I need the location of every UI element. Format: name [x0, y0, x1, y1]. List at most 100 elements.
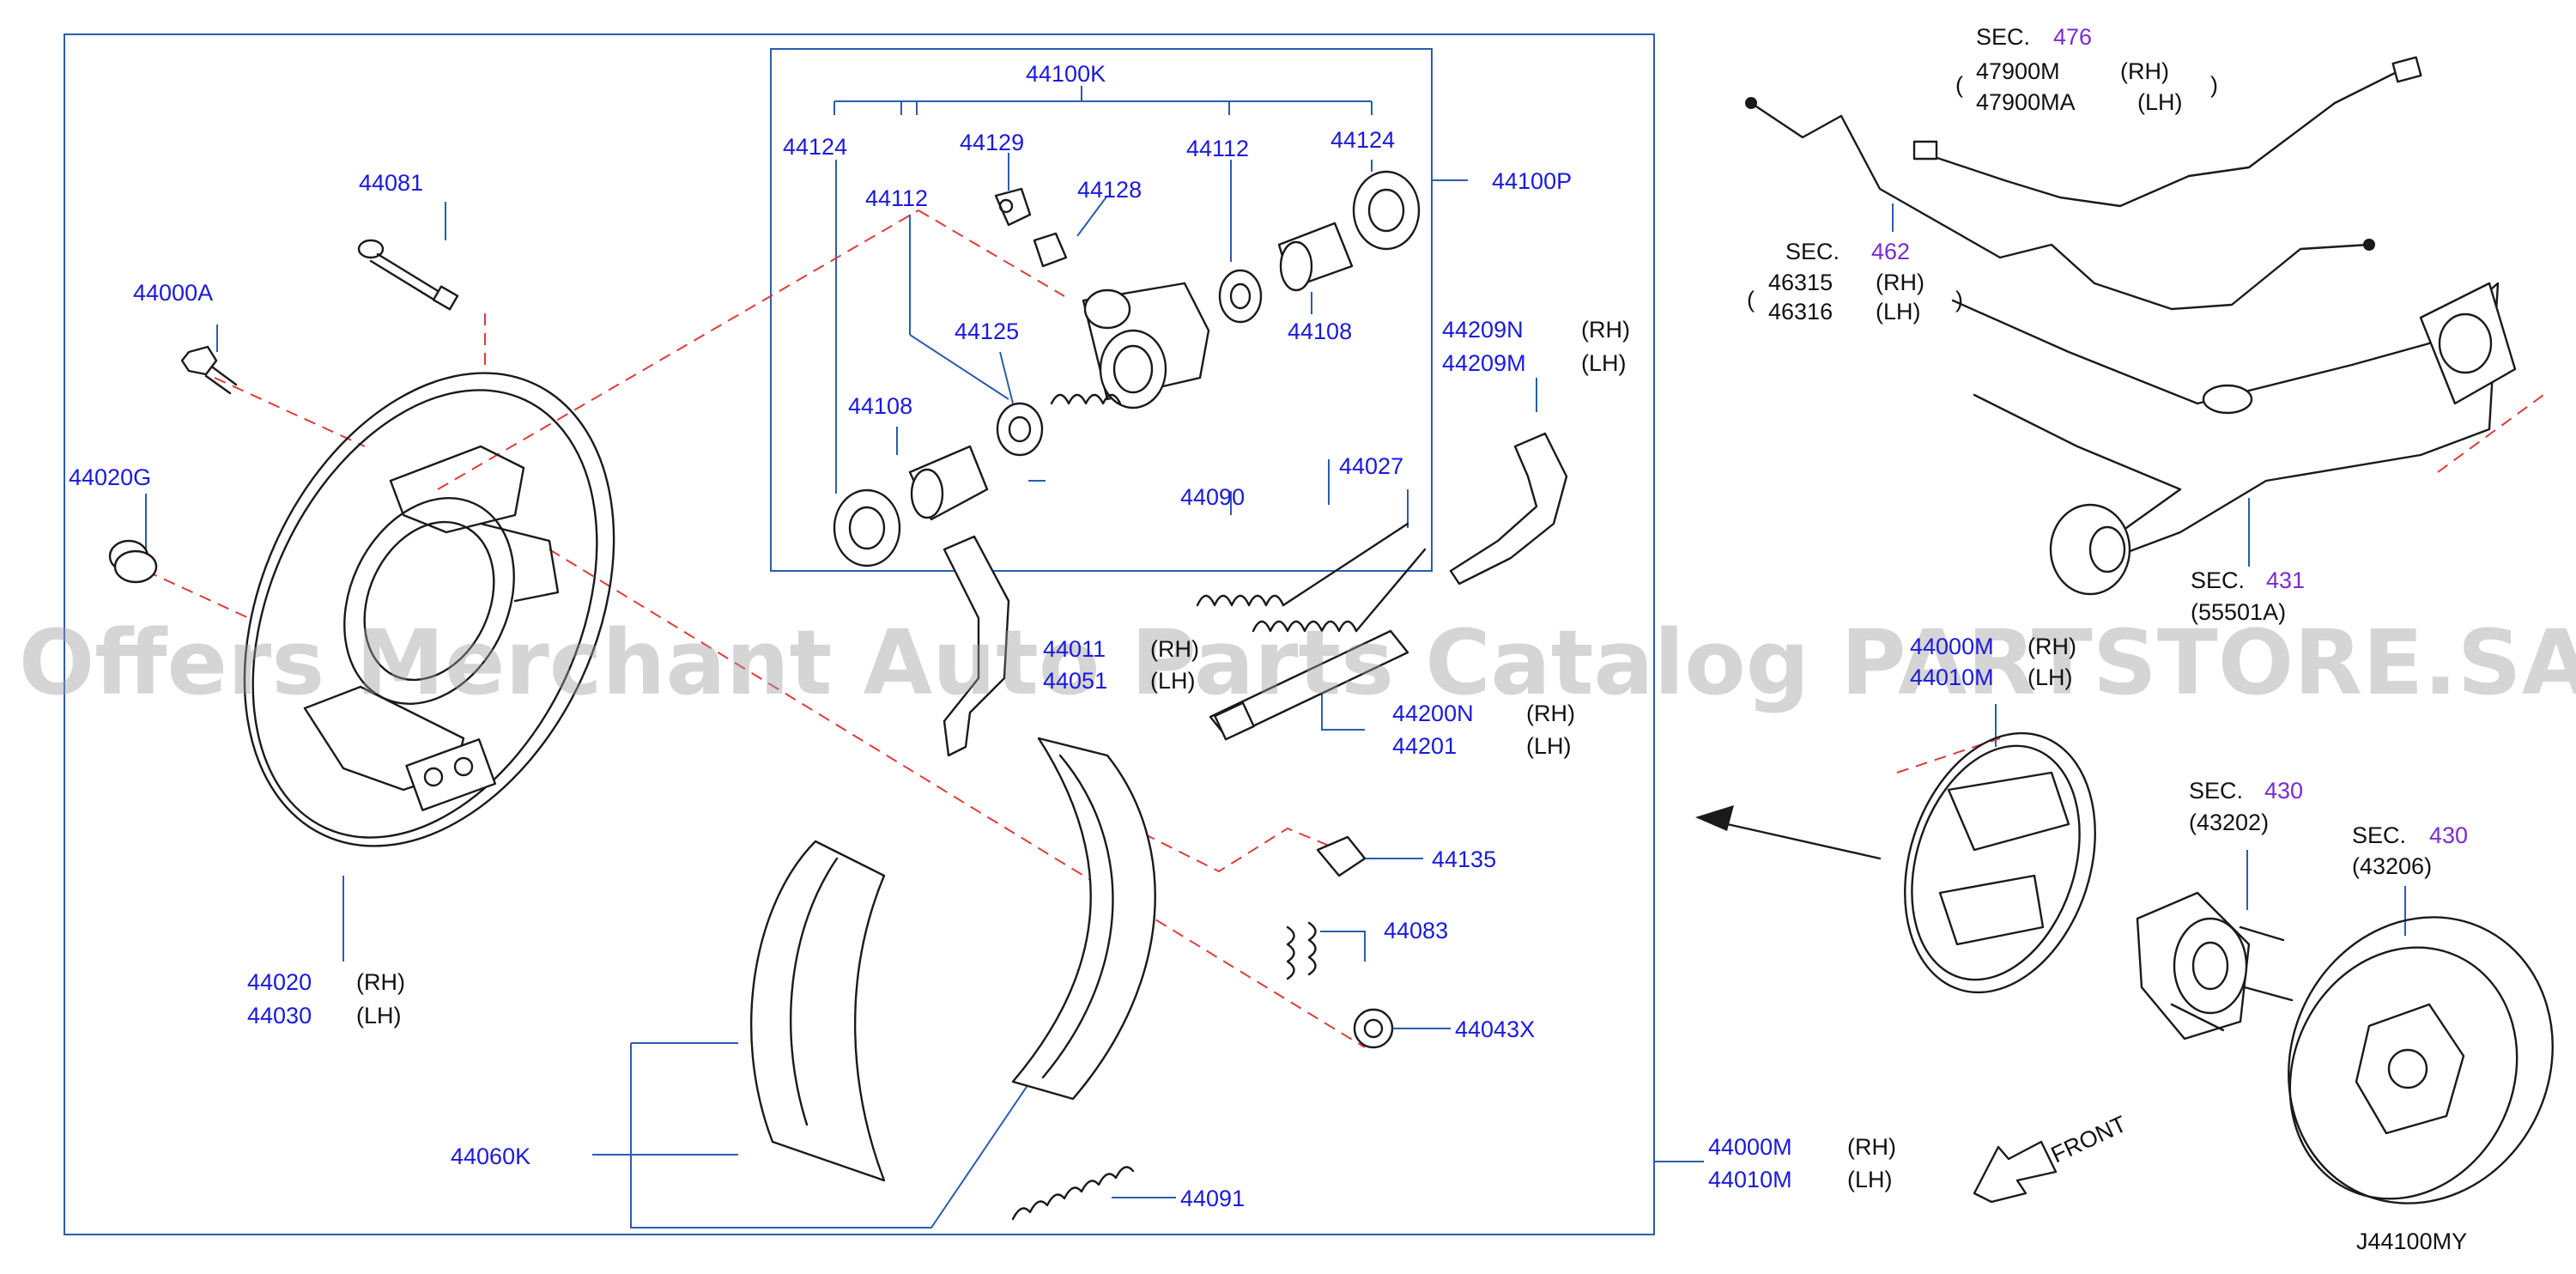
brake-hose-sensor-drawing: [1745, 56, 2422, 311]
front-label: FRONT: [2047, 1111, 2131, 1168]
part-label-44209M[interactable]: 44209M: [1442, 350, 1526, 376]
part-label-44091[interactable]: 44091: [1180, 1186, 1245, 1211]
diagram-code: J44100MY: [2356, 1228, 2467, 1254]
bracket-44100K: [833, 86, 1373, 115]
part-label-44124-left[interactable]: 44124: [783, 134, 847, 160]
bracket-close-476: ): [2210, 72, 2218, 98]
lever-44011-drawing: [943, 535, 1010, 757]
spring-44091-drawing: [1011, 1166, 1135, 1221]
side-label-lh-44051: (LH): [1150, 668, 1196, 694]
part-label-44043X[interactable]: 44043X: [1455, 1016, 1535, 1042]
side-label-lh-44010M-right: (LH): [2027, 664, 2073, 690]
side-label-lh-46316: (LH): [1876, 299, 1921, 325]
backing-plate-drawing: [243, 372, 615, 847]
part-label-44090[interactable]: 44090: [1180, 484, 1245, 510]
part-label-44027[interactable]: 44027: [1339, 453, 1403, 479]
part-label-47900M[interactable]: 47900M: [1976, 58, 2060, 84]
wheel-cylinder-frame: [770, 48, 1433, 572]
main-assembly-frame: [64, 33, 1655, 1235]
shoe-right-drawing: [1011, 737, 1156, 1101]
part-label-44100K[interactable]: 44100K: [1026, 61, 1106, 87]
part-label-44124-right[interactable]: 44124: [1330, 127, 1395, 153]
part-label-47900MA[interactable]: 47900MA: [1976, 89, 2076, 115]
bolt-44000A-drawing: [180, 345, 238, 395]
screw-44128-drawing: [1033, 232, 1068, 268]
side-label-rh-44020: (RH): [356, 969, 405, 995]
side-label-lh-47900MA: (LH): [2137, 89, 2183, 115]
part-label-44112-left[interactable]: 44112: [865, 185, 928, 211]
side-label-rh-44000M-right: (RH): [2027, 634, 2076, 659]
section-word-431: SEC.: [2191, 567, 2245, 593]
part-label-44108-left[interactable]: 44108: [848, 393, 912, 419]
part-label-44000M-right[interactable]: 44000M: [1910, 634, 1994, 659]
part-label-44051[interactable]: 44051: [1043, 668, 1107, 694]
part-label-44108-right[interactable]: 44108: [1288, 318, 1352, 344]
bolt-44081-drawing: [357, 239, 459, 311]
part-label-44030[interactable]: 44030: [247, 1003, 312, 1028]
section-number-430b[interactable]: 430: [2429, 822, 2468, 848]
wheel-cylinder-drawing: [1082, 282, 1210, 410]
grommet-44020G-drawing: [108, 539, 158, 584]
spring-44083-drawing: [1286, 921, 1317, 980]
part-label-44100P[interactable]: 44100P: [1492, 168, 1572, 194]
part-label-44020G[interactable]: 44020G: [69, 464, 151, 490]
part-label-44209N[interactable]: 44209N: [1442, 317, 1524, 343]
side-label-rh-44209N: (RH): [1581, 317, 1630, 343]
adjuster-44200N-drawing: [1209, 629, 1409, 741]
part-label-44112-right[interactable]: 44112: [1186, 136, 1249, 161]
bracket-open-476: (: [1955, 72, 1963, 98]
bracket-open-462: (: [1747, 287, 1755, 312]
side-label-lh-44030: (LH): [356, 1003, 402, 1028]
part-label-43206[interactable]: (43206): [2352, 853, 2432, 879]
bleeder-44129-drawing: [994, 187, 1032, 227]
front-arrow-icon: [1973, 1140, 2058, 1204]
side-label-lh-44201: (LH): [1526, 733, 1572, 759]
section-word-430a: SEC.: [2189, 778, 2243, 804]
section-word-430b: SEC.: [2352, 822, 2406, 848]
side-label-rh-44000M: (RH): [1847, 1134, 1896, 1160]
part-label-44129[interactable]: 44129: [960, 130, 1024, 155]
section-number-462[interactable]: 462: [1871, 239, 1910, 264]
part-label-44000M[interactable]: 44000M: [1708, 1134, 1792, 1160]
brake-drum-drawing: [2288, 916, 2554, 1204]
cup-44124-right-drawing: [1352, 170, 1421, 251]
part-label-44060K[interactable]: 44060K: [451, 1144, 530, 1169]
part-label-55501A[interactable]: (55501A): [2191, 599, 2286, 625]
part-label-44081[interactable]: 44081: [359, 170, 423, 196]
spring-44125-drawing: [1050, 393, 1122, 405]
side-label-lh-44010M: (LH): [1847, 1167, 1893, 1192]
part-label-46316[interactable]: 46316: [1768, 299, 1833, 325]
part-label-44201[interactable]: 44201: [1392, 733, 1457, 759]
clip-44135-drawing: [1316, 835, 1367, 877]
section-number-476[interactable]: 476: [2053, 24, 2092, 50]
part-label-44200N[interactable]: 44200N: [1392, 701, 1474, 726]
piston-44108-right-drawing: [1277, 221, 1354, 292]
part-label-44000A[interactable]: 44000A: [133, 280, 213, 306]
section-number-431[interactable]: 431: [2266, 567, 2305, 593]
part-label-44083[interactable]: 44083: [1384, 918, 1448, 943]
part-label-44125[interactable]: 44125: [955, 318, 1019, 344]
side-label-lh-44209M: (LH): [1581, 350, 1627, 376]
part-label-44011[interactable]: 44011: [1043, 636, 1106, 662]
bracket-close-462: ): [1955, 287, 1963, 312]
side-label-rh-44200N: (RH): [1526, 701, 1575, 726]
spring-44027-drawing: [1252, 548, 1427, 633]
part-label-44010M-right[interactable]: 44010M: [1910, 664, 1994, 690]
part-label-44020[interactable]: 44020: [247, 969, 312, 995]
side-label-rh-47900M: (RH): [2120, 58, 2169, 84]
part-label-43202[interactable]: (43202): [2189, 810, 2269, 835]
watermark-text: Offers Merchant Auto Parts Catalog PARTS…: [19, 610, 2576, 715]
spring-44090-drawing: [1196, 522, 1409, 607]
section-number-430a[interactable]: 430: [2264, 778, 2303, 804]
section-word-462: SEC.: [1785, 239, 1840, 264]
direction-arrow-drawing: [1695, 805, 1882, 860]
part-label-44128[interactable]: 44128: [1077, 177, 1142, 203]
part-label-46315[interactable]: 46315: [1768, 270, 1833, 295]
hub-bearing-drawing: [2136, 891, 2294, 1040]
part-label-44010M[interactable]: 44010M: [1708, 1167, 1792, 1192]
part-label-44135[interactable]: 44135: [1432, 846, 1496, 872]
seal-44112-right-drawing: [1218, 269, 1263, 324]
leader-lines: [145, 153, 2406, 1228]
shoe-left-drawing: [749, 840, 886, 1182]
